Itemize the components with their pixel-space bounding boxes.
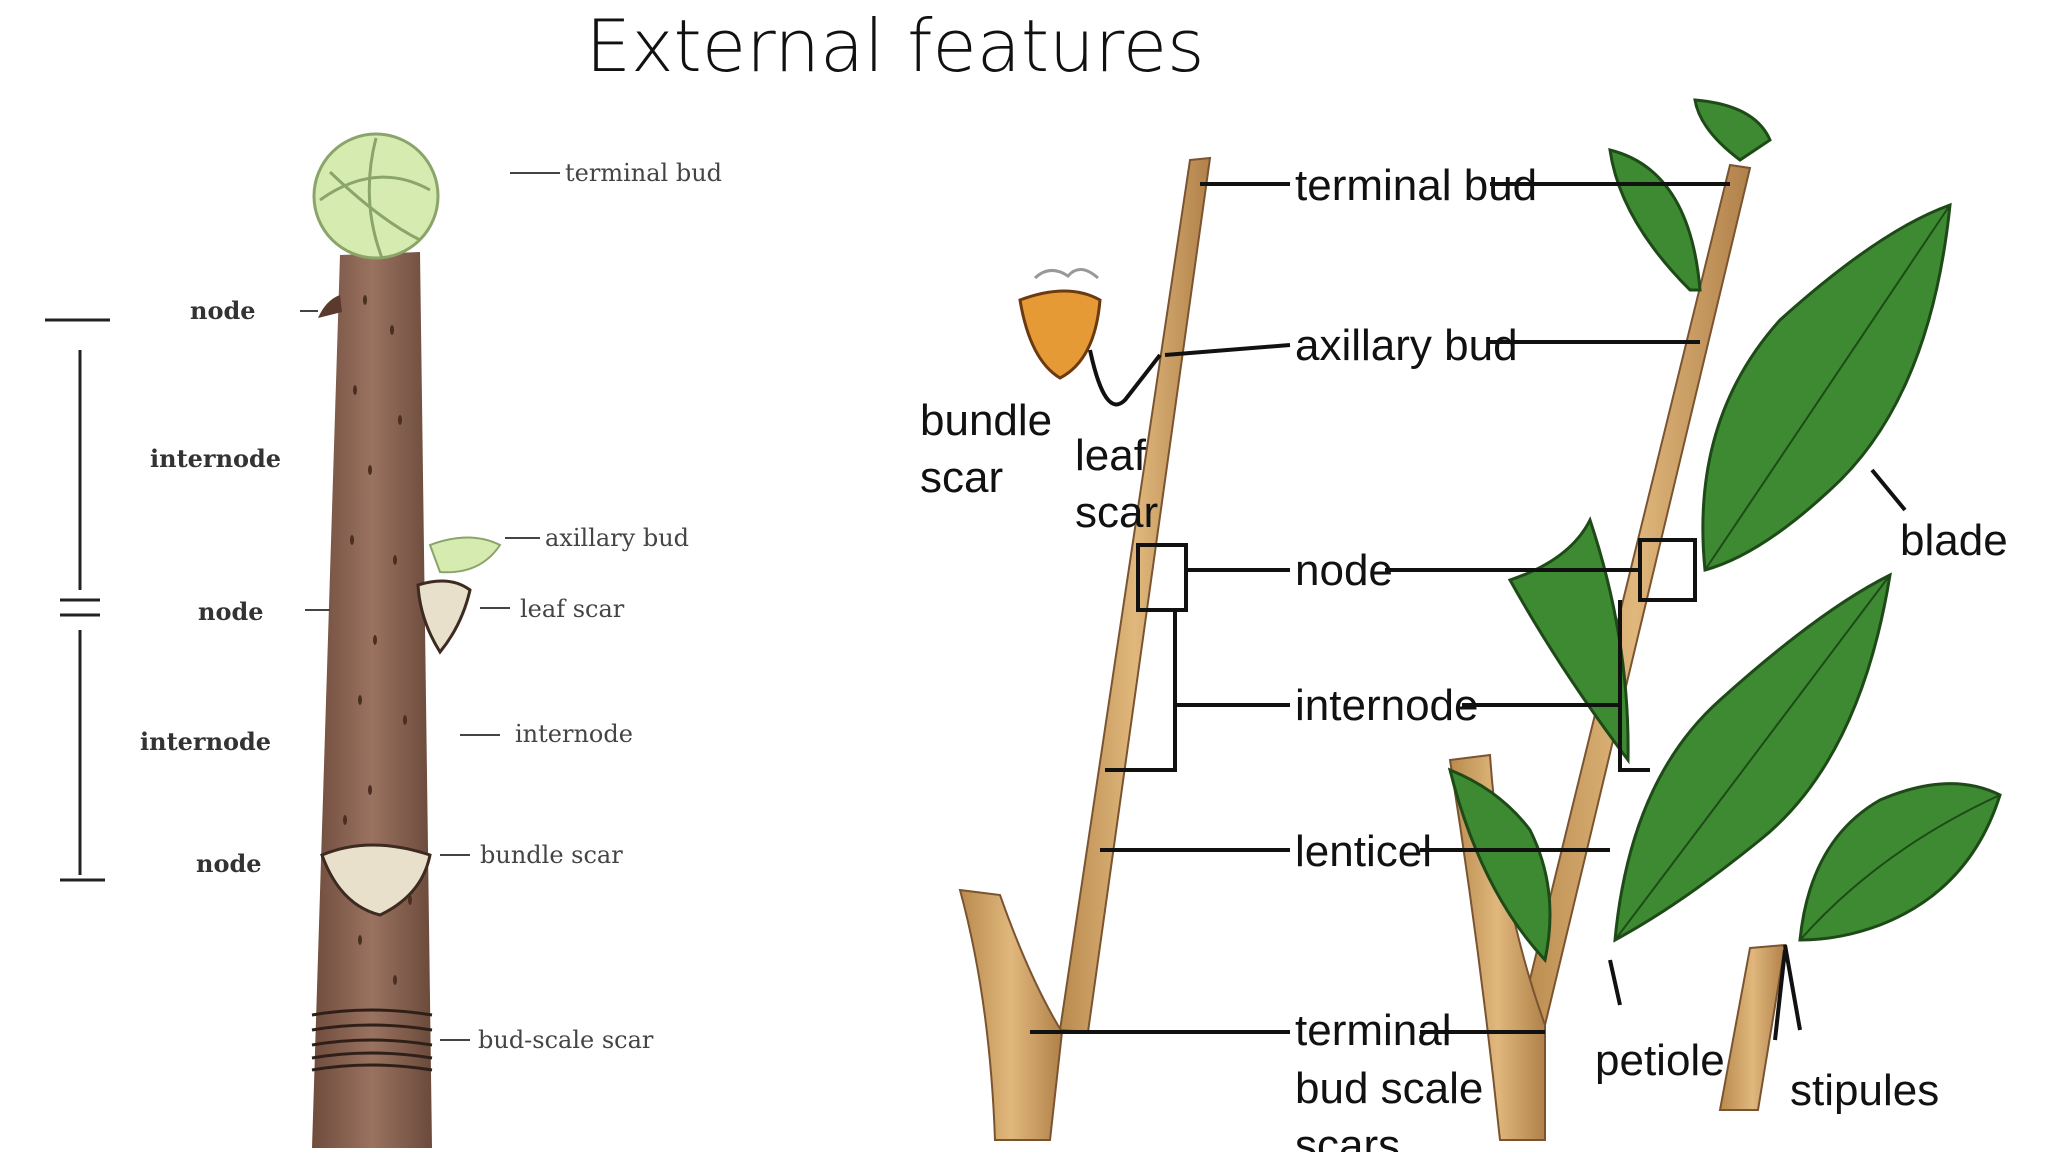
right-label-internode: internode: [1295, 681, 1478, 730]
right-label-leaf: leaf: [1075, 431, 1147, 480]
leaf-mid-left: [1510, 520, 1628, 760]
right-label-axillary-bud: axillary bud: [1295, 321, 1518, 370]
right-label-lenticel: lenticel: [1295, 827, 1432, 876]
right-label-blade: blade: [1900, 516, 2008, 565]
right-twig-diagram: terminal bud axillary bud bundle scar le…: [920, 100, 2008, 1152]
left-label-bundle-scar: bundle scar: [480, 841, 623, 869]
right-label-tbss-line2: bud scale: [1295, 1064, 1483, 1113]
right-label-leaf-scar-line2: scar: [1075, 488, 1158, 537]
right-label-petiole: petiole: [1595, 1036, 1725, 1085]
right-label-bundle: bundle: [920, 396, 1052, 445]
right-label-stipules: stipules: [1790, 1066, 1939, 1115]
left-twig-diagram: terminal bud node internode axillary bud…: [45, 134, 722, 1148]
right-bundle-scar-drawing: [1020, 269, 1100, 378]
left-terminal-bud: [314, 134, 438, 258]
right-label-tbss-line1: terminal: [1295, 1006, 1452, 1055]
left-label-leaf-scar: leaf scar: [520, 595, 625, 623]
right-left-twig-base: [960, 890, 1062, 1140]
left-leaf-scar: [418, 581, 470, 652]
left-label-bud-scale-scar: bud-scale scar: [478, 1026, 654, 1054]
right-label-tbss-line3: scars: [1295, 1121, 1400, 1152]
right-leader-lines: [1030, 184, 1905, 1040]
leaf-top-small: [1695, 100, 1770, 160]
left-label-node-2: node: [198, 597, 264, 626]
left-range-bars: [45, 320, 110, 880]
leaf-bottom-right: [1800, 784, 2000, 940]
left-label-node-1: node: [190, 296, 256, 325]
right-label-terminal-bud: terminal bud: [1295, 161, 1537, 210]
left-axillary-bud: [430, 538, 500, 573]
right-label-bundle-scar-line2: scar: [920, 453, 1003, 502]
left-label-internode-1: internode: [150, 444, 281, 473]
left-label-terminal-bud: terminal bud: [565, 159, 722, 187]
right-label-node: node: [1295, 546, 1393, 595]
left-label-axillary-bud: axillary bud: [545, 524, 689, 552]
left-label-internode-2: internode: [140, 727, 271, 756]
left-label-node-3: node: [196, 849, 262, 878]
left-label-internode-3: internode: [515, 720, 633, 748]
leaf-top-left: [1610, 150, 1700, 290]
